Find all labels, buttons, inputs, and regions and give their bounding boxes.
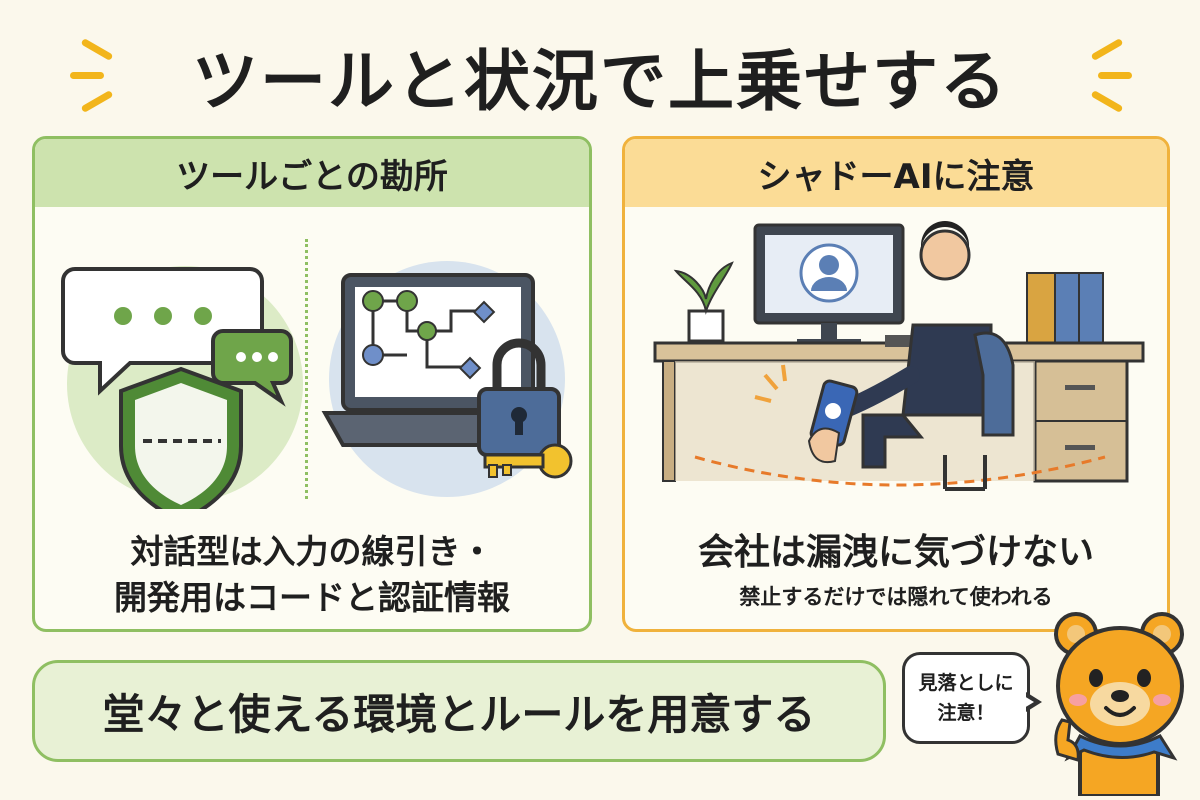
bubble-line1: 見落としに [918, 672, 1014, 694]
bubble-line2: 注意！ [937, 702, 995, 724]
user-avatar-icon [799, 243, 859, 303]
bubble-tail-inner [1024, 696, 1034, 708]
plant-icon [673, 261, 734, 343]
page-title: ツールと状況で上乗せする [192, 43, 1008, 120]
right-caption-sub: 禁止するだけでは隠れて使われる [739, 585, 1053, 609]
mascot-speech-bubble: 見落としに 注意！ [902, 652, 1030, 744]
shield-icon [119, 366, 243, 509]
padlock-icon [477, 338, 561, 457]
tool-tips-panel: ツールごとの勘所 [32, 136, 592, 632]
office-worker-icon [820, 221, 1015, 491]
shadow-ai-heading: シャドーAIに注意 [625, 139, 1167, 207]
chat-security-illustration [61, 266, 303, 509]
bottom-banner: 堂々と使える環境とルールを用意する [32, 660, 886, 762]
shadow-ai-panel: シャドーAIに注意 [622, 136, 1170, 632]
left-caption-line2: 開発用はコードと認証情報 [114, 578, 510, 617]
smartphone-icon [754, 364, 859, 463]
dev-security-illustration [321, 261, 573, 497]
tool-tips-heading: ツールごとの勘所 [35, 139, 589, 207]
bear-mascot-icon [1054, 612, 1184, 796]
dotted-divider [305, 239, 308, 499]
left-caption-line1: 対話型は入力の線引き・ [130, 532, 494, 571]
laptop-icon [321, 273, 555, 447]
binders-icon [1026, 272, 1104, 346]
key-icon [483, 443, 573, 479]
office-worker-illustration [653, 221, 1145, 491]
right-caption-main: 会社は漏洩に気づけない [697, 532, 1094, 573]
chat-bubbles-icon [61, 267, 293, 407]
